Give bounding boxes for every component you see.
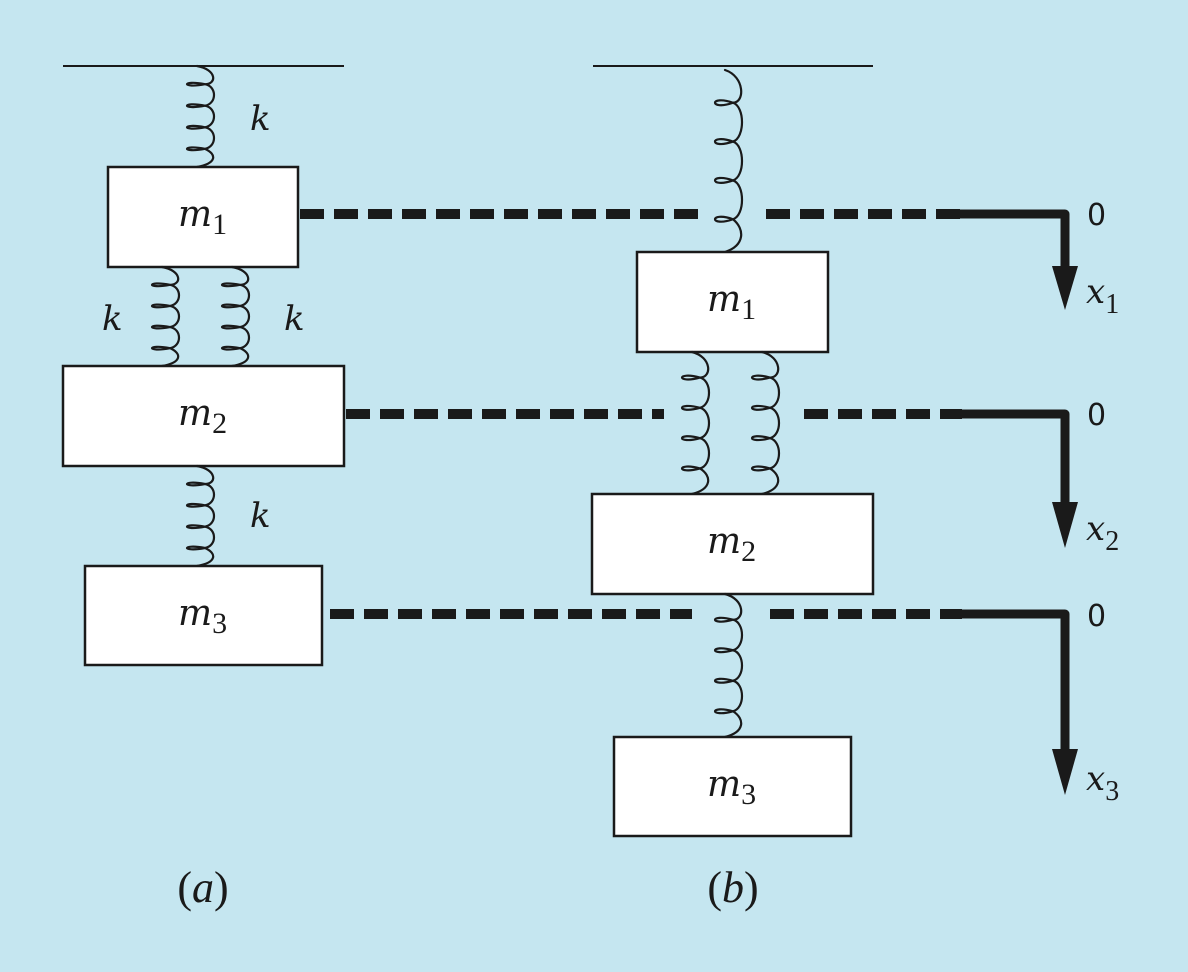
mass-label-m3: m3 <box>707 764 756 811</box>
panel-a: k m1 k k m2 k m3 (a) <box>61 64 346 912</box>
mass-block-m2 <box>61 364 346 468</box>
arrow-down-icon <box>1052 266 1078 310</box>
mass-block-m2 <box>590 492 875 596</box>
reference-lines <box>300 209 1078 795</box>
spring-constant-label: k <box>102 299 123 339</box>
spring-constant-label: k <box>250 99 271 139</box>
spring-icon <box>220 265 251 368</box>
spring-icon <box>185 64 216 169</box>
spring-icon <box>713 592 744 739</box>
coordinate-label-x3: x3 <box>1086 759 1119 807</box>
mass-label-m3: m3 <box>178 593 227 640</box>
coordinate-label-x1: x1 <box>1086 272 1119 320</box>
mass-block-m3 <box>612 735 853 838</box>
spring-icon <box>150 265 181 368</box>
axis-labels: 0 x1 0 x2 0 x3 <box>1086 198 1119 807</box>
axis-line <box>960 209 1070 270</box>
mass-block-m3 <box>83 564 324 667</box>
spring-icon <box>185 464 216 568</box>
panel-b-caption: (b) <box>707 863 758 912</box>
spring-icon <box>680 350 711 496</box>
origin-label-1: 0 <box>1087 198 1106 233</box>
mass-block-m1 <box>635 250 830 354</box>
panel-b: m1 m2 m3 (b) <box>590 65 875 912</box>
mass-label-m2: m2 <box>178 393 227 440</box>
mass-label-m1: m1 <box>178 194 227 241</box>
arrow-down-icon <box>1052 749 1078 795</box>
mass-block-m1 <box>106 165 300 269</box>
reference-line-2 <box>346 409 1078 548</box>
reference-line-3 <box>330 609 1078 795</box>
coordinate-label-x2: x2 <box>1086 509 1119 557</box>
origin-label-3: 0 <box>1087 599 1106 634</box>
mass-label-m2: m2 <box>707 521 756 568</box>
mass-label-m1: m1 <box>707 279 756 326</box>
spring-icon <box>714 68 744 254</box>
origin-label-2: 0 <box>1087 398 1106 433</box>
axis-line <box>960 409 1070 505</box>
axis-line <box>960 609 1070 752</box>
reference-line-1 <box>300 209 1078 310</box>
spring-constant-label: k <box>250 496 271 536</box>
panel-a-caption: (a) <box>177 863 228 912</box>
spring-constant-label: k <box>284 299 305 339</box>
arrow-down-icon <box>1052 502 1078 548</box>
spring-icon <box>750 350 781 496</box>
